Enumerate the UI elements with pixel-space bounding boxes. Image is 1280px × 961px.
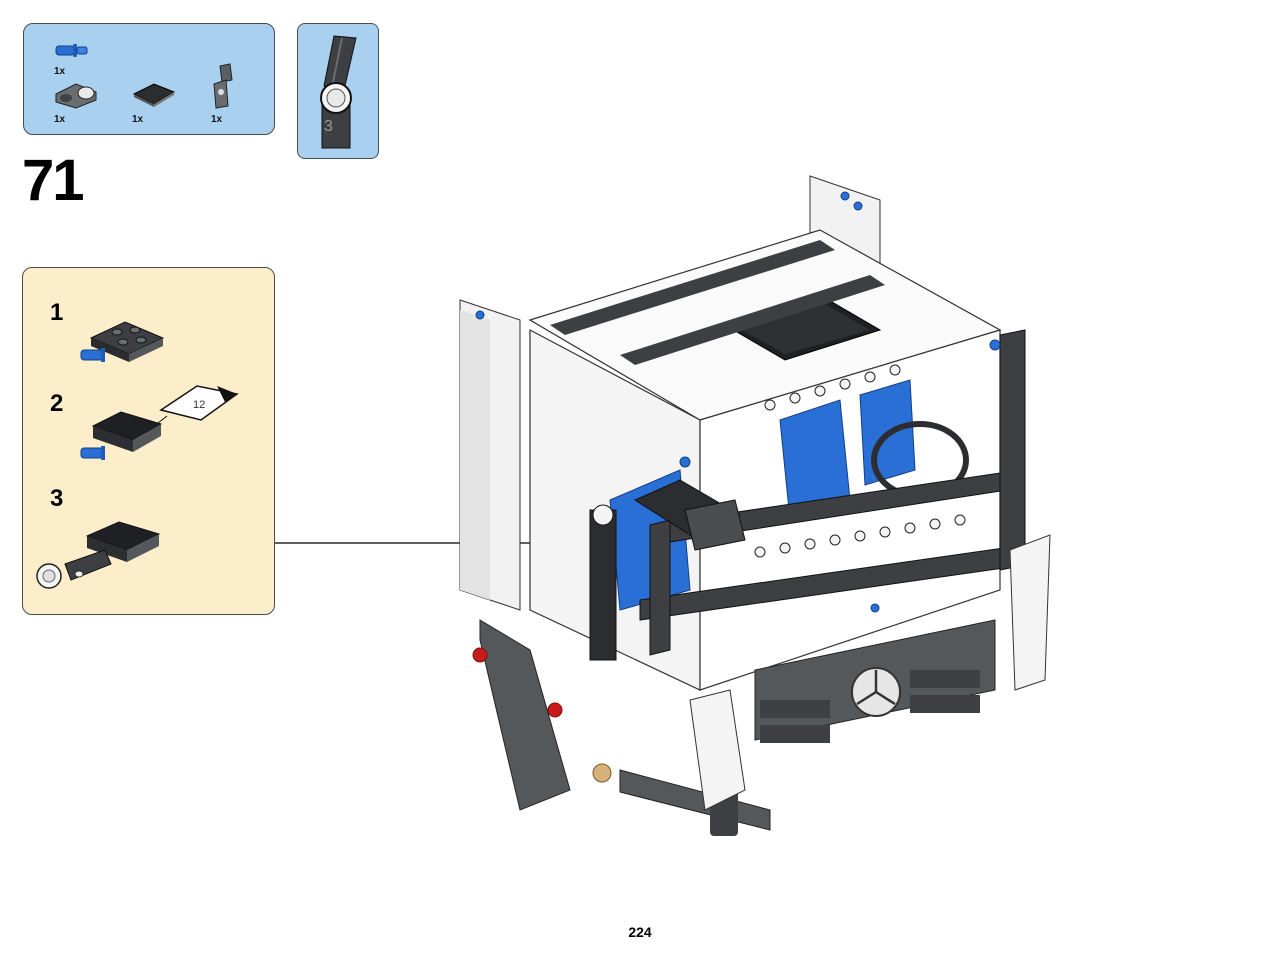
angled-beam-scale-icon	[320, 35, 357, 149]
plate-with-axle-pin-icon	[80, 321, 165, 362]
part-qty: 1x	[54, 66, 66, 77]
truck-cab-model-icon	[459, 175, 1051, 836]
sub-assembly-panel: 1 2 12 3	[22, 267, 275, 615]
tile-with-sticker-icon: 12	[80, 385, 239, 460]
scale-reference-panel: 3	[297, 23, 379, 159]
gray-pin-connector-icon	[55, 83, 97, 109]
parts-list-panel: 1x 1x 1x 1x	[23, 23, 275, 135]
sticker-label: 12	[193, 399, 205, 411]
step-number: 71	[22, 148, 84, 213]
page-number: 224	[628, 924, 652, 940]
part-qty: 1x	[54, 114, 66, 125]
part-qty: 1x	[211, 114, 223, 125]
part-qty: 1x	[132, 114, 144, 125]
sub-step-number: 3	[50, 485, 64, 512]
sub-step-number: 2	[50, 390, 64, 417]
black-tile-icon	[132, 83, 176, 107]
gray-angled-connector-icon	[213, 63, 233, 109]
sub-step-number: 1	[50, 299, 64, 326]
angled-connector-with-tile-icon	[36, 521, 161, 589]
blue-axle-pin-icon	[55, 44, 88, 57]
scale-label: 3	[324, 118, 333, 135]
